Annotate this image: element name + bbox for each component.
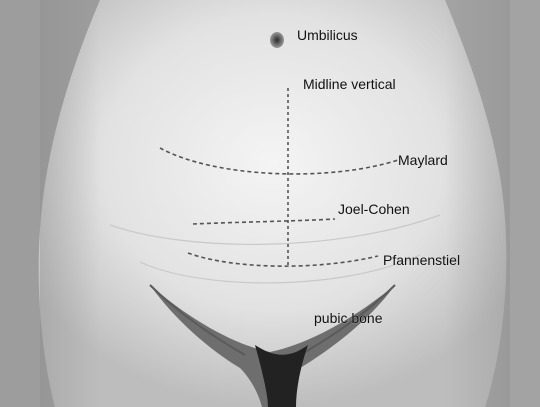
maylard-label: Maylard [398,152,448,168]
left-soft-shade [40,0,100,407]
torso [39,0,507,407]
umbilicus-label: Umbilicus [297,27,358,43]
umbilicus-dot [270,32,284,48]
pubic-bone-label: pubic bone [314,310,383,326]
right-soft-shade [445,0,510,407]
midline-vertical-label: Midline vertical [303,76,396,92]
pfannenstiel-label: Pfannenstiel [383,252,460,268]
joel-cohen-label: Joel-Cohen [338,201,410,217]
